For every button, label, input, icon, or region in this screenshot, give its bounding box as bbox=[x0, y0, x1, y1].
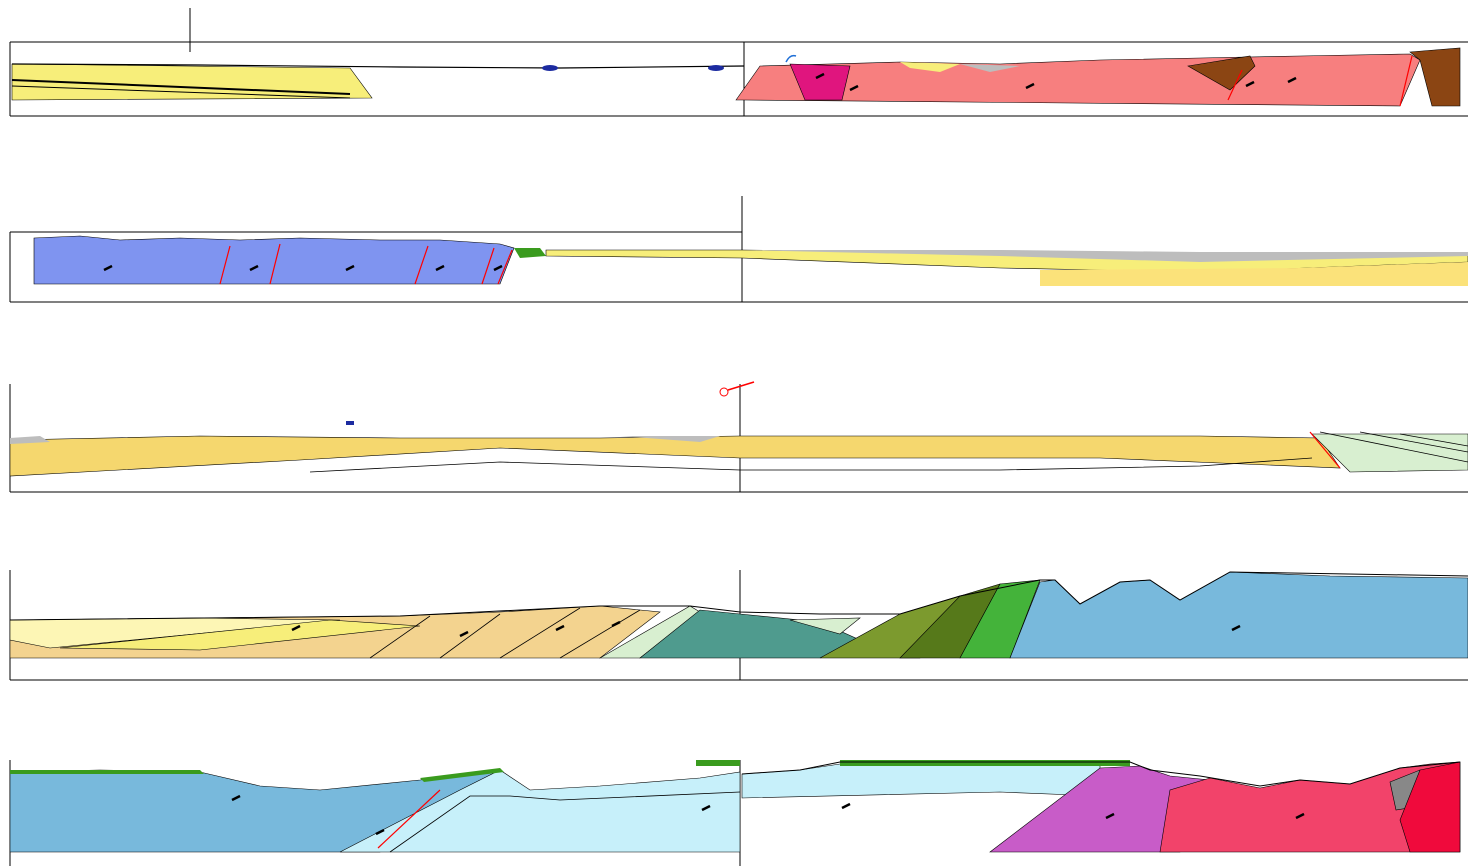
dip-symbol bbox=[435, 264, 445, 272]
grey-alluvium bbox=[10, 436, 50, 444]
pale-yellow-lens bbox=[900, 62, 960, 72]
fault-line bbox=[481, 247, 495, 285]
dip-symbol bbox=[611, 620, 621, 628]
bed-line bbox=[309, 457, 1313, 473]
green-cover bbox=[10, 770, 204, 774]
dip-symbol bbox=[249, 264, 259, 272]
wind-rose-symbol bbox=[719, 381, 755, 397]
dip-symbol bbox=[345, 264, 355, 272]
magenta-intrusion bbox=[789, 63, 851, 101]
ground-surface bbox=[9, 571, 1468, 621]
bed-line bbox=[439, 613, 501, 659]
dip-symbol bbox=[1231, 624, 1241, 632]
sand-yellow-lens bbox=[59, 619, 421, 651]
brown-fault-block bbox=[1187, 55, 1256, 91]
bed-line bbox=[499, 607, 581, 659]
sand-bed-line bbox=[11, 85, 351, 99]
dip-symbol bbox=[1025, 82, 1035, 90]
grey-alluvium bbox=[742, 250, 1468, 262]
dip-symbol bbox=[555, 624, 565, 632]
sky-blue-basement bbox=[1009, 571, 1468, 659]
dip-symbol bbox=[849, 84, 859, 92]
dipping-bed bbox=[1359, 431, 1468, 453]
mint-layer bbox=[789, 617, 861, 635]
light-gold-fill bbox=[1040, 262, 1468, 286]
ground-surface bbox=[11, 63, 745, 69]
light-cyan-layer bbox=[339, 769, 741, 853]
dip-symbol bbox=[815, 72, 825, 80]
grey-alluvium bbox=[620, 436, 720, 442]
dip-symbol bbox=[291, 624, 301, 632]
fault-line bbox=[377, 789, 441, 849]
red-granite bbox=[1399, 761, 1461, 853]
periwinkle-basement bbox=[33, 235, 515, 285]
dip-symbol bbox=[1295, 812, 1305, 820]
blue-flag-symbol bbox=[785, 54, 797, 63]
bed-line bbox=[389, 791, 741, 853]
water-body bbox=[708, 65, 724, 71]
water-body bbox=[542, 65, 558, 71]
ground-surface bbox=[741, 761, 1461, 787]
green-cover bbox=[696, 760, 740, 766]
cross-section-strip-3 bbox=[9, 381, 1468, 493]
dip-symbol bbox=[841, 802, 851, 810]
fault-line bbox=[1309, 431, 1341, 469]
green-cover bbox=[840, 760, 1130, 766]
dip-symbol bbox=[459, 630, 469, 638]
cross-section-strip-4 bbox=[9, 570, 1468, 681]
bed-line bbox=[559, 609, 641, 659]
cross-section-strip-5 bbox=[9, 760, 1461, 866]
dip-symbol bbox=[375, 828, 385, 836]
light-cyan-layer bbox=[741, 763, 1101, 799]
brown-fault-block bbox=[1409, 47, 1461, 107]
green-cover bbox=[420, 768, 504, 782]
green-cover bbox=[514, 248, 546, 258]
mint-layer bbox=[1311, 433, 1468, 473]
dipping-bed bbox=[1399, 433, 1468, 447]
fault-line bbox=[219, 245, 231, 285]
dip-symbol bbox=[231, 794, 241, 802]
dip-symbol bbox=[493, 264, 503, 272]
cross-section-strip-1 bbox=[9, 8, 1468, 117]
grey-alluvium bbox=[960, 64, 1020, 72]
bed-line bbox=[369, 615, 431, 659]
fault-line bbox=[497, 249, 513, 285]
dip-strike-symbols bbox=[103, 72, 1305, 836]
fault-line bbox=[1227, 69, 1243, 101]
blue-flag-symbol bbox=[346, 421, 354, 425]
cross-section-strip-2 bbox=[9, 196, 1468, 303]
dipping-bed bbox=[1319, 431, 1468, 463]
ochre-layer bbox=[9, 435, 1341, 477]
dip-symbol bbox=[701, 804, 711, 812]
dip-symbol bbox=[1105, 812, 1115, 820]
fault-line bbox=[269, 243, 281, 285]
dip-symbol bbox=[1287, 76, 1297, 84]
fault-line bbox=[414, 245, 429, 285]
dip-symbol bbox=[1245, 80, 1255, 88]
dip-symbol bbox=[103, 264, 113, 272]
fault-line bbox=[1399, 55, 1413, 107]
sand-bed-line bbox=[11, 79, 351, 95]
